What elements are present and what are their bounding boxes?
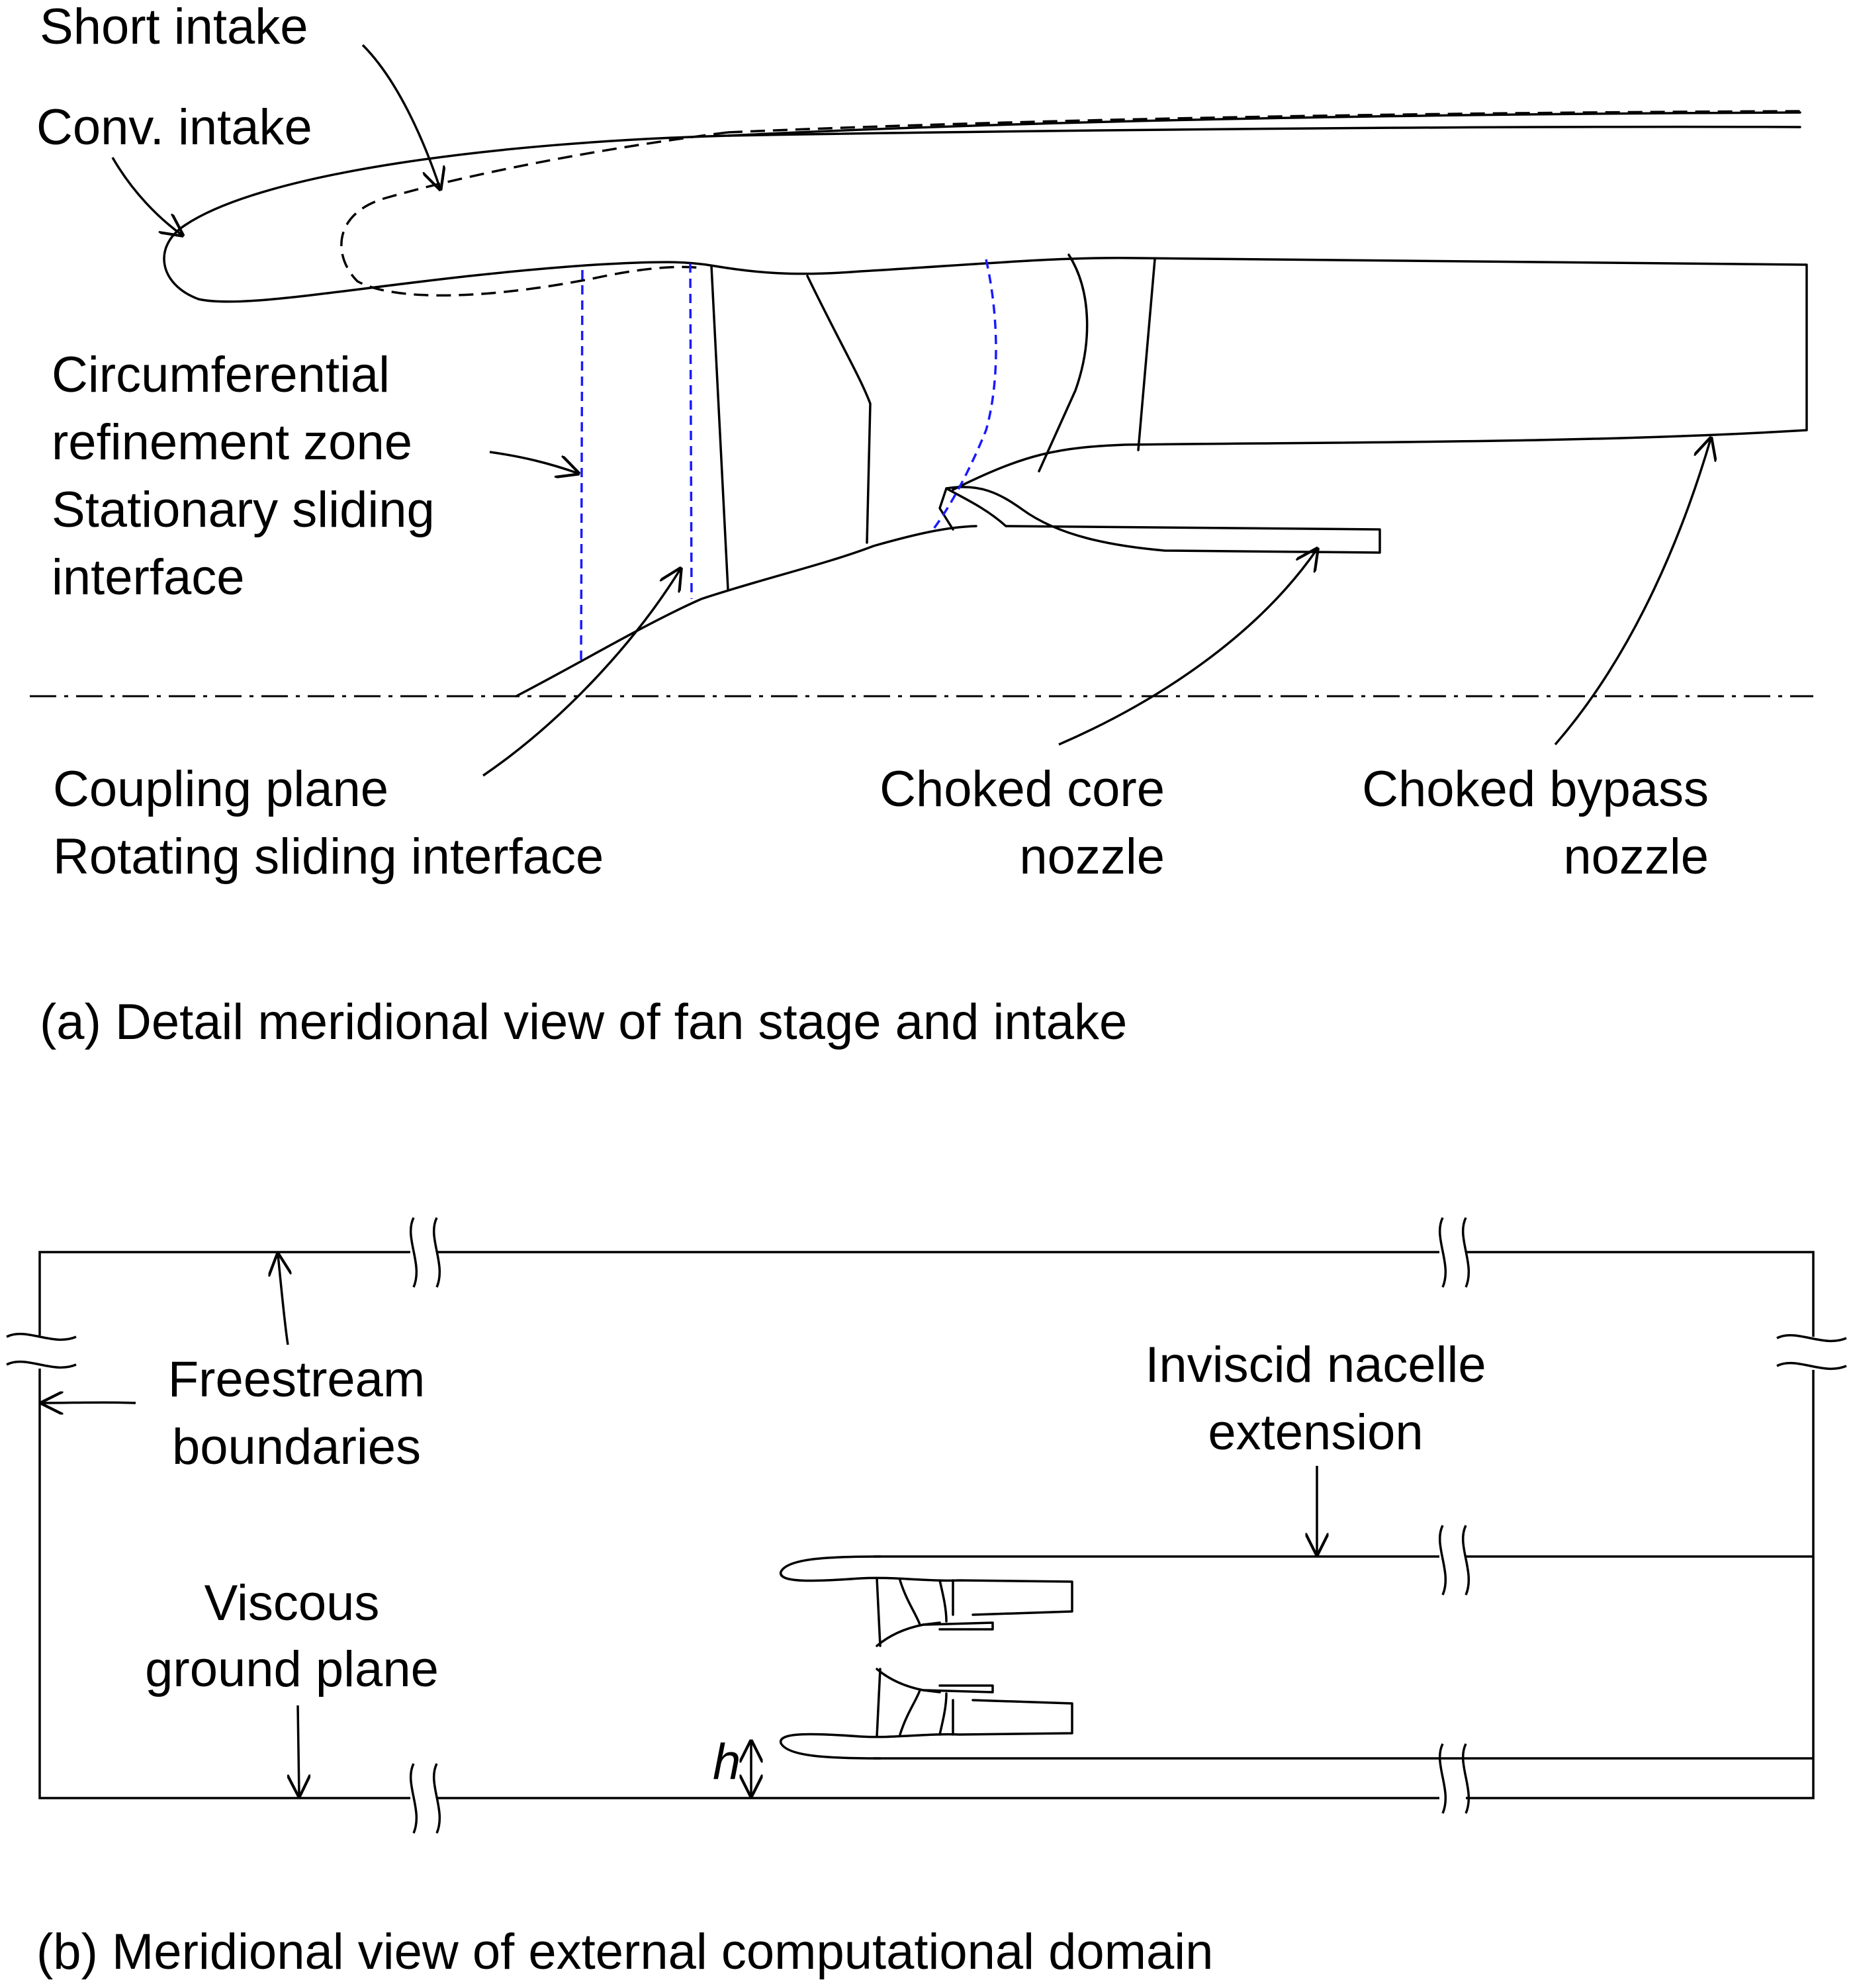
bypass-nozzle-arrow bbox=[1554, 439, 1711, 746]
fan-blade-te bbox=[806, 275, 872, 544]
ogv-te bbox=[1137, 258, 1156, 451]
break-top-left bbox=[410, 1217, 441, 1288]
label-viscous-line1: Viscous bbox=[204, 1575, 380, 1631]
engine-lower-nacelle bbox=[780, 1699, 1073, 1760]
core-nozzle-arrow bbox=[1058, 549, 1317, 746]
label-rotating-interface: Rotating sliding interface bbox=[53, 829, 604, 885]
label-h: h bbox=[713, 1734, 741, 1790]
label-core-line1: Choked core bbox=[880, 761, 1165, 817]
break-bottom-right bbox=[1439, 1743, 1470, 1814]
break-top-right bbox=[1439, 1217, 1470, 1288]
short-intake-arrow bbox=[361, 44, 440, 189]
label-core-line2: nozzle bbox=[1019, 829, 1165, 885]
engine-upper-splitter bbox=[922, 1621, 994, 1631]
short-intake-outline bbox=[340, 131, 729, 297]
engine-spinner bbox=[876, 1621, 941, 1694]
label-stat-line1: Stationary sliding bbox=[52, 482, 435, 538]
label-freestream-line2: boundaries bbox=[172, 1419, 421, 1475]
spinner-hub bbox=[515, 525, 977, 698]
engine-lower-splitter bbox=[922, 1684, 994, 1694]
label-bypass-line1: Choked bypass bbox=[1362, 761, 1709, 817]
conv-nacelle-top-lip bbox=[727, 111, 1801, 137]
core-inner-wall bbox=[938, 487, 954, 531]
domain-boundary bbox=[38, 1251, 1815, 1799]
engine-upper-nacelle bbox=[780, 1555, 1073, 1616]
label-coupling-plane: Coupling plane bbox=[53, 761, 388, 817]
panel-a: Short intake Conv. intake Circumferentia… bbox=[30, 0, 1813, 1050]
break-left bbox=[6, 1333, 77, 1369]
engine-model bbox=[780, 1555, 1073, 1760]
short-intake-top bbox=[727, 110, 1801, 134]
label-short-intake: Short intake bbox=[40, 0, 308, 55]
label-bypass-line2: nozzle bbox=[1563, 829, 1709, 885]
conv-nacelle-outline bbox=[163, 125, 1808, 491]
label-circ-line2: refinement zone bbox=[52, 414, 412, 471]
engine-fan-lower bbox=[876, 1668, 954, 1738]
break-right bbox=[1776, 1334, 1847, 1370]
break-extension-top bbox=[1439, 1525, 1470, 1596]
conv-intake-arrow bbox=[111, 157, 182, 235]
stationary-sliding-interface bbox=[932, 259, 997, 531]
viscous-arrow bbox=[298, 1705, 299, 1795]
engine-fan-upper bbox=[876, 1577, 954, 1647]
label-inviscid-line2: extension bbox=[1208, 1404, 1423, 1461]
label-inviscid-line1: Inviscid nacelle bbox=[1145, 1337, 1486, 1393]
label-freestream-line1: Freestream bbox=[168, 1351, 426, 1408]
panel-b: Freestream boundaries Inviscid nacelle e… bbox=[6, 1217, 1847, 1980]
fan-blade-le bbox=[710, 265, 729, 590]
label-conv-intake: Conv. intake bbox=[36, 99, 312, 156]
freestream-arrow-left bbox=[42, 1402, 136, 1403]
break-bottom-left bbox=[410, 1763, 441, 1834]
label-viscous-line2: ground plane bbox=[145, 1641, 439, 1697]
caption-b: (b) Meridional view of external computat… bbox=[36, 1924, 1213, 1980]
splitter bbox=[945, 486, 1381, 554]
caption-a: (a) Detail meridional view of fan stage … bbox=[40, 994, 1127, 1050]
circumferential-zone-interface bbox=[580, 269, 584, 662]
coupling-plane-arrow bbox=[482, 569, 680, 777]
coupling-plane-interface bbox=[689, 263, 693, 600]
label-circ-line1: Circumferential bbox=[52, 347, 390, 403]
circ-zone-arrow bbox=[489, 451, 578, 473]
freestream-arrow-up bbox=[278, 1255, 288, 1345]
label-stat-line2: interface bbox=[52, 549, 245, 606]
ogv-le bbox=[1038, 253, 1089, 473]
